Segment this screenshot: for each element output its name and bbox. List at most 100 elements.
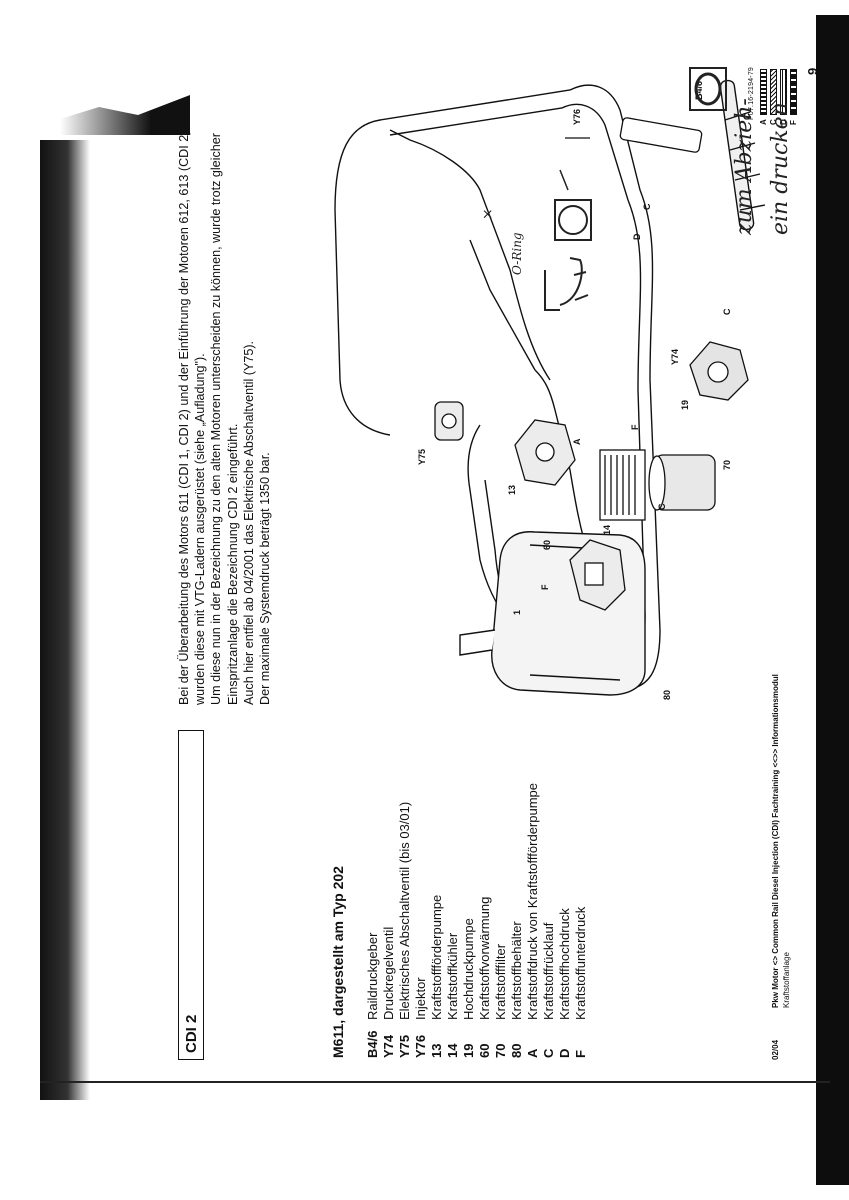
label-y75: Y75 xyxy=(417,449,427,465)
legend-text: Druckregelventil xyxy=(381,926,396,1020)
legend-text: Kraftstoffbehälter xyxy=(509,921,524,1020)
intro-line: Der maximale Systemdruck beträgt 1350 ba… xyxy=(258,452,273,705)
label-f-1: F xyxy=(540,584,550,590)
footer-part-fachtraining: Fachtraining <<>> Informationsmodul xyxy=(771,674,780,818)
label-14: 14 xyxy=(602,525,612,535)
key-letter: A xyxy=(758,119,768,125)
label-80: 80 xyxy=(662,690,672,700)
legend-code: 13 xyxy=(429,1043,444,1058)
handwritten-oring-label: O-Ring xyxy=(510,232,524,275)
legend-code: C xyxy=(541,1048,556,1058)
legend-code: 70 xyxy=(493,1043,508,1058)
legend-code: F xyxy=(573,1050,588,1058)
document-content: CDI 2 Bei der Überarbeitung des Motors 6… xyxy=(170,50,830,1070)
label-1: 1 xyxy=(512,610,522,615)
key-swatch xyxy=(759,69,767,115)
section-header-box: CDI 2 xyxy=(178,730,204,1060)
legend-item: B4/6 Raildruckgeber xyxy=(365,783,381,1058)
legend-text: Kraftstoffunterdruck xyxy=(573,906,588,1020)
label-d: D xyxy=(632,233,642,240)
key-row: A xyxy=(758,69,768,125)
handwritten-sketch xyxy=(544,67,727,311)
legend-code: B4/6 xyxy=(365,1030,380,1058)
scan-shadow-left xyxy=(40,140,90,1100)
intro-line: Um diese nun in der Bezeichnung zu den a… xyxy=(209,133,224,705)
fuel-system-diagram: B4/6 Y74 Y75 Y76 13 14 19 60 70 80 1 A C… xyxy=(334,79,766,700)
legend-item: 60 Kraftstoffvorwärmung xyxy=(477,783,493,1058)
intro-line: Einspritzanlage die Bezeichnung CDI 2 ei… xyxy=(225,423,240,705)
intro-line: Bei der Überarbeitung des Motors 611 (CD… xyxy=(177,130,191,705)
transfer-pump xyxy=(514,419,576,486)
legend-item: 80 Kraftstoffbehälter xyxy=(509,783,525,1058)
legend-code: 14 xyxy=(445,1043,460,1058)
legend-code: Y75 xyxy=(397,1034,412,1058)
legend-item: A Kraftstoffdruck von Kraftstoffförderpum… xyxy=(525,783,541,1058)
high-pressure-pump xyxy=(689,341,749,401)
intro-line: wurden diese mit VTG-Ladern ausgerüstet … xyxy=(193,353,208,705)
legend-code: A xyxy=(525,1048,540,1058)
legend-item: 14 Kraftstoffkühler xyxy=(445,783,461,1058)
intro-paragraph: Bei der Überarbeitung des Motors 611 (CD… xyxy=(176,45,273,705)
legend-text: Kraftstofffilter xyxy=(493,943,508,1020)
legend-code: D xyxy=(557,1048,572,1058)
legend-item: C Kraftstoffrücklauf xyxy=(541,783,557,1058)
legend-text: Kraftstoffförderpumpe xyxy=(429,894,444,1020)
label-19: 19 xyxy=(680,400,690,410)
legend-text: Elektrisches Abschaltventil (bis 03/01) xyxy=(397,801,412,1020)
legend-text: Kraftstoffkühler xyxy=(445,932,460,1020)
legend-text: Kraftstoffvorwärmung xyxy=(477,896,492,1020)
high-pressure-line-d xyxy=(389,129,551,381)
label-70: 70 xyxy=(722,460,732,470)
label-c-3: C xyxy=(722,308,732,315)
label-b46: B4/6 xyxy=(694,81,704,100)
legend-item: Y76 Injektor xyxy=(413,783,429,1058)
legend-item: 19 Hochdruckpumpe xyxy=(461,783,477,1058)
footer-line-2: Kraftstoffanlage xyxy=(782,952,791,1008)
legend-text: Raildruckgeber xyxy=(365,932,380,1020)
return-line-c xyxy=(334,84,661,691)
handwritten-mark: × xyxy=(480,208,496,220)
rail-feed xyxy=(469,239,536,371)
legend-item: D Kraftstoffhochdruck xyxy=(557,783,573,1058)
footer-rule xyxy=(40,1081,830,1083)
common-rail xyxy=(719,79,766,231)
legend-text: Kraftstoffhochdruck xyxy=(557,908,572,1020)
label-c-2: C xyxy=(642,203,652,210)
legend-item: F Kraftstoffunterdruck xyxy=(573,783,589,1058)
legend-code: 19 xyxy=(461,1043,476,1058)
fuel-cooler xyxy=(599,449,646,521)
footer-date: 02/04 xyxy=(771,1039,780,1060)
label-a: A xyxy=(572,438,582,445)
shutoff-valve xyxy=(434,401,464,441)
legend-text: Hochdruckpumpe xyxy=(461,918,476,1020)
legend-item: 13 Kraftstoffförderpumpe xyxy=(429,783,445,1058)
scan-edge-bar xyxy=(816,15,849,1185)
label-y76: Y76 xyxy=(572,109,582,125)
fuel-preheater xyxy=(569,539,626,611)
page-number: 9 xyxy=(805,67,820,75)
injector xyxy=(565,117,703,153)
footer-part-motor: Motor <> Common Rail Diesel Injection (C… xyxy=(771,817,780,992)
legend-text: Kraftstoffdruck von Kraftstoffförderpump… xyxy=(525,782,540,1020)
label-c-1: C xyxy=(657,503,667,510)
label-13: 13 xyxy=(507,485,517,495)
intro-line: Auch hier entfiel ab 04/2001 das Elektri… xyxy=(241,340,256,705)
legend-item: 70 Kraftstofffilter xyxy=(493,783,509,1058)
label-c-4: C xyxy=(742,113,752,120)
handwritten-note-line-2: ein drucken xyxy=(768,102,793,235)
legend-code: 80 xyxy=(509,1043,524,1058)
legend-code: Y76 xyxy=(413,1034,428,1058)
footer-line-1: Pkw Motor <> Common Rail Diesel Injectio… xyxy=(770,674,781,1008)
legend-text: Injektor xyxy=(413,977,428,1020)
footer-part-pkw: Pkw xyxy=(771,991,780,1008)
label-f-2: F xyxy=(630,424,640,430)
legend-code: 60 xyxy=(477,1043,492,1058)
legend-item: Y75 Elektrisches Abschaltventil (bis 03/0… xyxy=(397,783,413,1058)
legend-text: Kraftstoffrücklauf xyxy=(541,922,556,1020)
legend-title: M611, dargestellt am Typ 202 xyxy=(330,866,346,1058)
fuel-filter xyxy=(648,454,716,511)
label-60: 60 xyxy=(542,540,552,550)
